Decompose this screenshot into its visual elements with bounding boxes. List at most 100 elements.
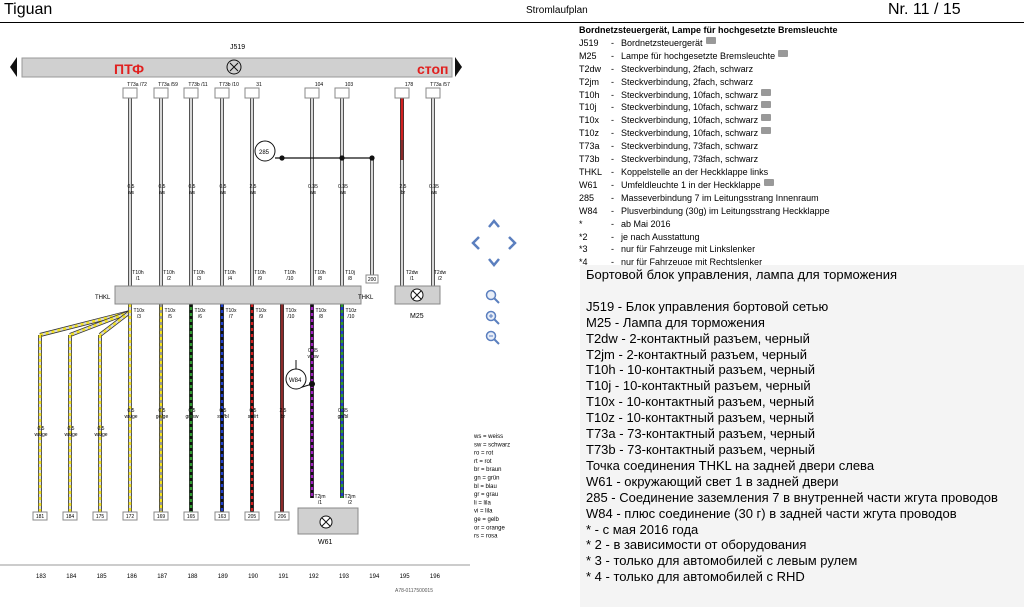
translation-line: T2dw - 2-контактный разъем, черный: [586, 330, 810, 346]
pin-box: [153, 87, 169, 99]
mid-pin-label: /2: [167, 276, 171, 282]
upper-wire-label: 2.5: [400, 184, 407, 190]
lower-pin-label: /7: [229, 314, 233, 320]
upper-wire-label: ws: [431, 190, 438, 196]
upper-wire-label: br: [401, 190, 406, 196]
rail-left-arrow[interactable]: [10, 57, 17, 77]
camera-icon[interactable]: [705, 36, 716, 44]
legend-desc: Lampe für hochgesetzte Bremsleuchte: [621, 50, 776, 61]
legend-code: *3: [579, 244, 588, 255]
legend-code: *: [579, 218, 583, 229]
legend-dash: -: [611, 257, 614, 268]
ref-box: [214, 511, 230, 521]
j519-label: J519: [230, 44, 245, 51]
ptf-label: ПТФ: [114, 61, 144, 77]
camera-icon[interactable]: [761, 127, 772, 135]
upper-wire-label: ws: [340, 190, 347, 196]
lower-pin-label: /8: [319, 314, 323, 320]
thkl-left-label: THKL: [95, 295, 111, 301]
arrow-left-icon[interactable]: [471, 236, 480, 250]
top-pin-label: T73a /59: [158, 82, 178, 88]
legend-desc: ab Mai 2016: [621, 218, 671, 229]
legend-dash: -: [611, 102, 614, 113]
translation-line: T10z - 10-контактный разъем, черный: [586, 410, 815, 426]
legend-desc: Koppelstelle an der Heckklappe links: [621, 166, 769, 177]
pin-box: [365, 274, 379, 284]
translation-line: T10h - 10-контактный разъем, черный: [586, 362, 815, 378]
rail-right-arrow[interactable]: [455, 57, 462, 77]
mid-pin-label: /1: [136, 276, 140, 282]
mid-pin-label: T10h: [314, 270, 326, 276]
m25-label: M25: [410, 313, 424, 320]
page-header: Tiguan Stromlaufplan Nr. 11 / 15: [0, 0, 1024, 23]
zoom-in-icon[interactable]: [485, 310, 501, 326]
color-code: ws = weiss: [473, 434, 503, 440]
column-number: 196: [430, 574, 441, 580]
translation-line: T73a - 73-контактный разъем, черный: [586, 426, 815, 442]
camera-icon[interactable]: [763, 178, 774, 186]
upper-wire-label: 0.35: [429, 184, 439, 190]
legend-desc: Bordnetzsteuergerät: [621, 37, 703, 48]
legend-code: W61: [579, 179, 598, 190]
legend-desc: Steckverbindung, 73fach, schwarz: [621, 141, 759, 152]
camera-icon[interactable]: [761, 101, 772, 109]
column-number: 191: [278, 574, 289, 580]
upper-wire-label: ws: [159, 190, 166, 196]
legend-title: Bordnetzsteuergerät, Lampe für hochgeset…: [579, 25, 838, 35]
mid-pin-label: T10j: [345, 270, 355, 276]
translation-line: Точка соединения THKL на задней двери сл…: [586, 457, 875, 473]
translation-line: J519 - Блок управления бортовой сетью: [586, 298, 829, 314]
legend-dash: -: [611, 244, 614, 255]
camera-icon[interactable]: [778, 49, 789, 57]
legend-row: W61-Umfeldleuchte 1 in der Heckklappe: [579, 178, 838, 192]
translation-line: * 4 - только для автомобилей с RHD: [586, 569, 805, 585]
legend-desc: Masseverbindung 7 im Leitungsstrang Inne…: [621, 192, 819, 203]
legend-row: J519-Bordnetzsteuergerät: [579, 36, 838, 50]
legend-dash: -: [611, 89, 614, 100]
mid-pin-label: /8: [348, 276, 352, 282]
junction-dot: [339, 155, 345, 161]
lower-wire-label: ws/ge: [124, 414, 137, 420]
translation-line: T10x - 10-контактный разъем, черный: [586, 394, 815, 410]
lower-pin-label: /3: [137, 314, 141, 320]
lower-pin-label: T10x: [225, 308, 237, 314]
node-285-circle: [254, 140, 276, 162]
lower-pin-label: T10x: [194, 308, 206, 314]
arrow-down-icon[interactable]: [488, 258, 500, 267]
legend-row: 285-Masseverbindung 7 im Leitungsstrang …: [579, 192, 838, 205]
upper-wire-label: ws: [189, 190, 196, 196]
lower-pin-label: T10z: [345, 308, 357, 314]
arrow-right-icon[interactable]: [508, 236, 517, 250]
pin-box: [304, 87, 320, 99]
legend-desc: Steckverbindung, 10fach, schwarz: [621, 115, 759, 126]
translation-line: T73b - 73-контактный разъем, черный: [586, 441, 815, 457]
junction-dot: [369, 155, 375, 161]
ref-box: [122, 511, 138, 521]
camera-icon[interactable]: [761, 114, 772, 122]
translation-line: W61 - окружающий свет 1 в задней двери: [586, 473, 839, 489]
mid-pin-label: T10h: [254, 270, 266, 276]
mid-pin-label: /3: [197, 276, 201, 282]
arrow-up-icon[interactable]: [488, 219, 500, 228]
ref-box: [153, 511, 169, 521]
upper-wire-label: 0.5: [159, 184, 166, 190]
lower-pin-label: /9: [259, 314, 263, 320]
lower-pin-label: T10x: [164, 308, 176, 314]
legend-code: T10j: [579, 102, 597, 113]
mid-pin-label: T2dw: [406, 270, 419, 276]
pin-box: [122, 87, 138, 99]
lower-wire-label: sw/rt: [248, 414, 259, 420]
zoom-out-icon[interactable]: [485, 330, 501, 346]
top-pin-label: T73b /11: [188, 82, 208, 88]
bottom-ref-label: 206: [278, 514, 287, 520]
legend-code: T10z: [579, 128, 600, 139]
color-code: ge = gelb: [474, 517, 500, 523]
legend-code: T2jm: [579, 76, 599, 87]
camera-icon[interactable]: [761, 88, 772, 96]
upper-wire-label: 0.35: [308, 184, 318, 190]
zoom-fit-icon[interactable]: [485, 289, 501, 305]
lower-wire-label: 0.5: [68, 426, 75, 432]
lower-wire-label: gn/bl: [338, 414, 349, 420]
mid-pin-label: /9: [258, 276, 262, 282]
ref-box: [92, 511, 108, 521]
